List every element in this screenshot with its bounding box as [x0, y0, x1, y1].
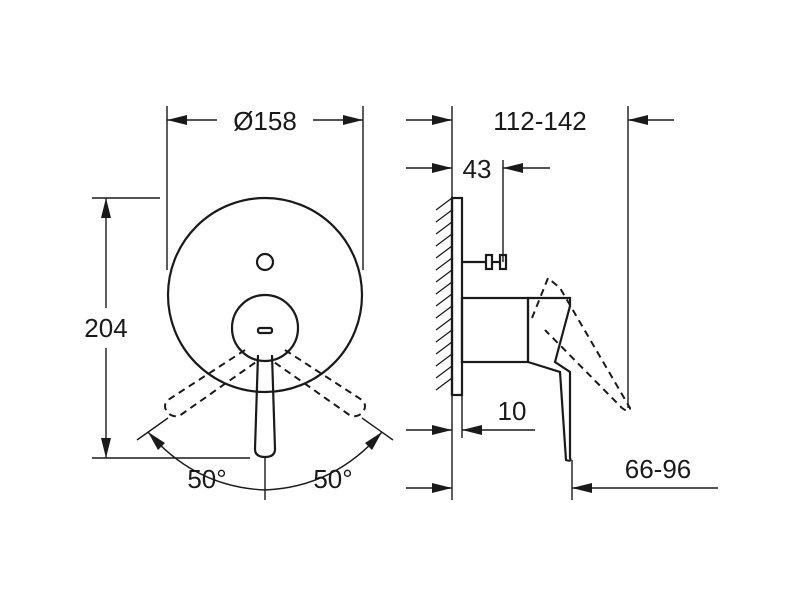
diameter-label: Ø158 [233, 106, 297, 136]
plate-side [450, 196, 464, 397]
offset-label: 43 [463, 154, 492, 184]
valve-body-side [460, 296, 530, 364]
side-view: 112-142 43 10 66-96 [406, 106, 718, 500]
lever-handle [253, 354, 277, 459]
lever-right-position [273, 349, 366, 418]
angle-left-label: 50° [187, 464, 226, 494]
wall-hatching [435, 197, 453, 391]
lever-hub [230, 293, 300, 363]
knob-side [484, 253, 494, 271]
height-label: 204 [84, 313, 127, 343]
front-view: Ø158 204 50° 50° [84, 106, 394, 500]
lever-left-position [164, 349, 257, 418]
depth-label: 112-142 [493, 106, 587, 136]
rosette-plate [166, 196, 364, 394]
lever-raised-side [531, 276, 632, 412]
plate-label: 10 [498, 396, 527, 426]
hub-slot [256, 326, 274, 335]
diverter-knob [255, 252, 275, 272]
angle-right-label: 50° [313, 464, 352, 494]
projection-label: 66-96 [625, 454, 692, 484]
lever-side [526, 296, 572, 462]
